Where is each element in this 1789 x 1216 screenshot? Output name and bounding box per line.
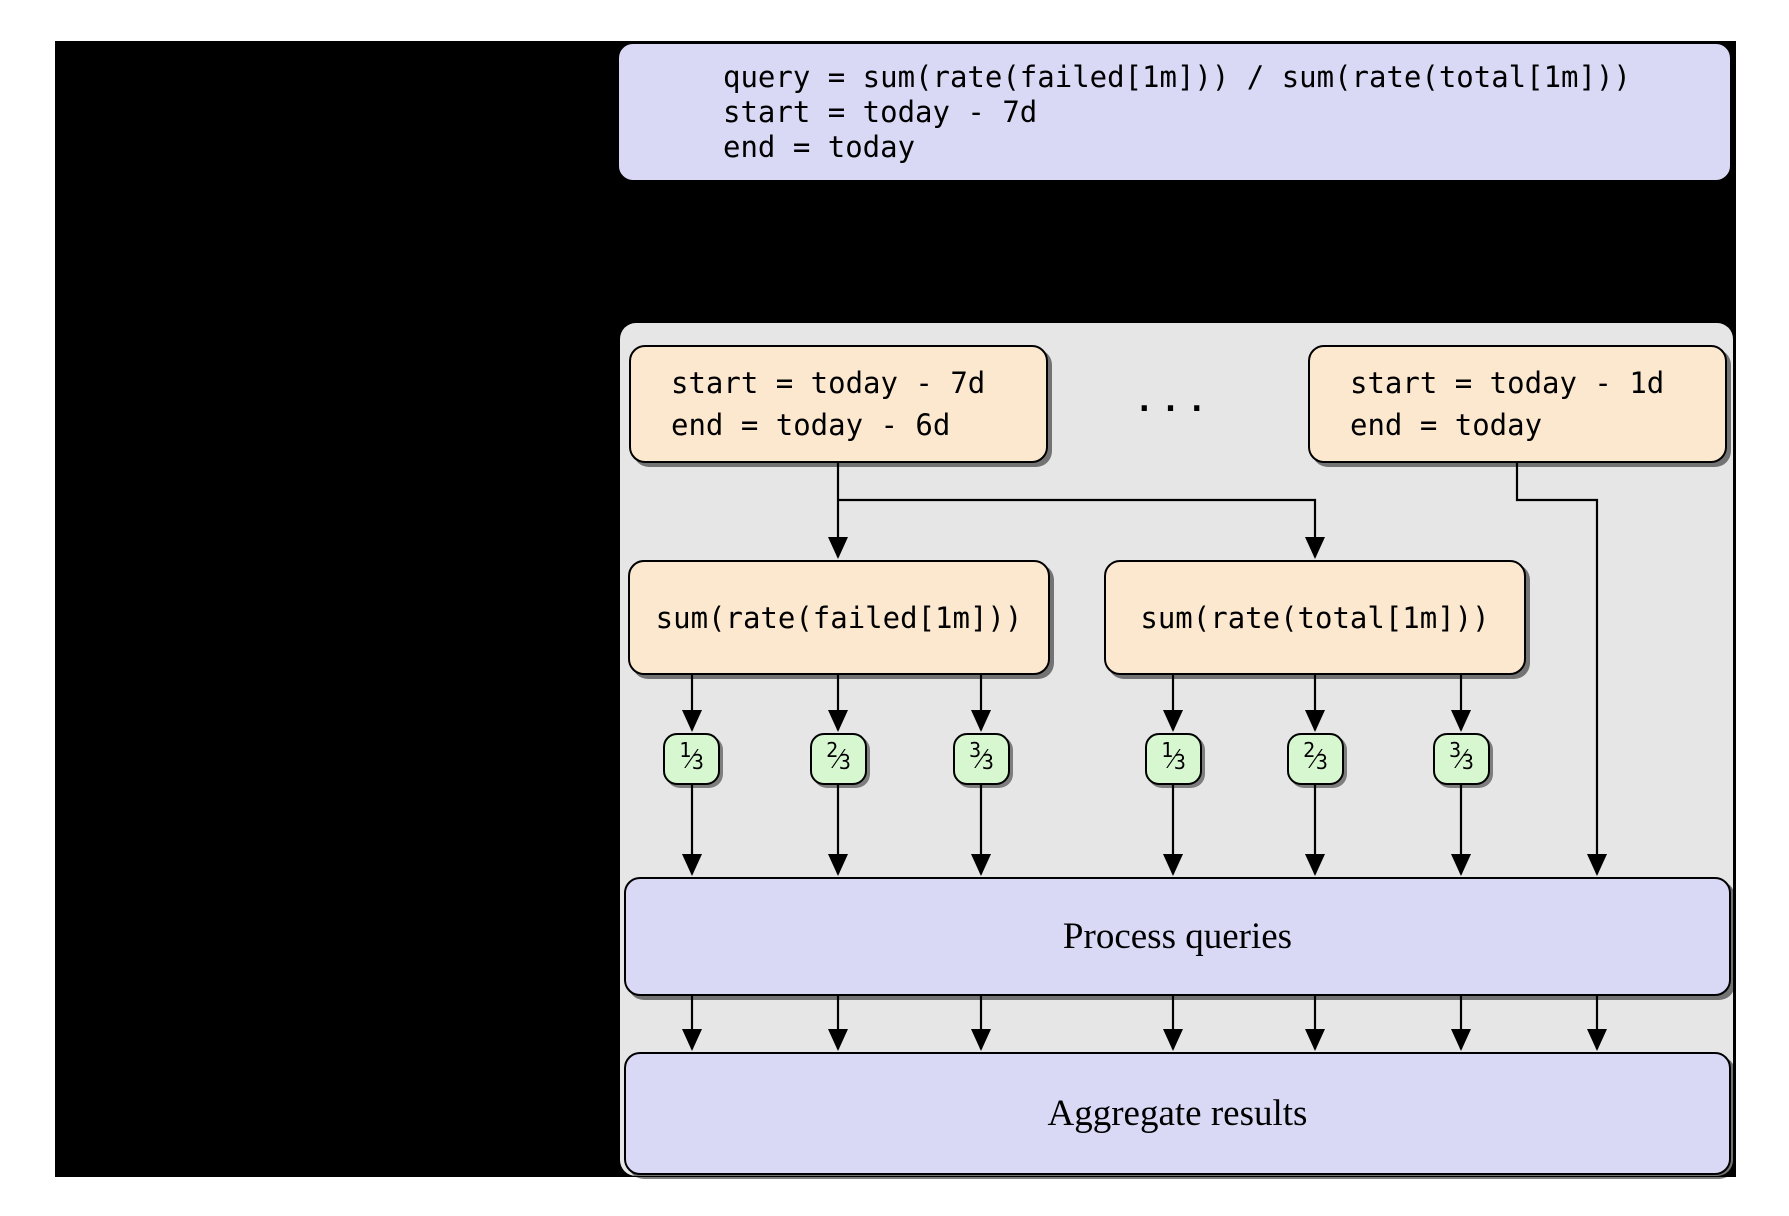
fraction-denominator: 3 — [1315, 750, 1328, 774]
fraction-numerator: 1 — [679, 738, 692, 762]
subquery-failed-box: sum(rate(failed[1m])) — [628, 560, 1050, 675]
fraction-slash: ⁄ — [836, 742, 841, 775]
fraction-slash: ⁄ — [1459, 742, 1464, 775]
fraction-slash: ⁄ — [689, 742, 694, 775]
fraction-denominator: 3 — [1461, 750, 1474, 774]
shard-fraction-box-5: 2⁄3 — [1287, 733, 1344, 785]
subquery-total-box: sum(rate(total[1m])) — [1104, 560, 1526, 675]
shard-fraction-box-6: 3⁄3 — [1433, 733, 1490, 785]
range-end-line: end = today - 6d — [671, 408, 951, 442]
fraction-numerator: 2 — [826, 738, 839, 762]
range-box-first-day: start = today - 7d end = today - 6d — [629, 345, 1048, 463]
code-line-end: end = today — [723, 129, 916, 164]
fraction-numerator: 1 — [1161, 738, 1174, 762]
range-end-line: end = today — [1350, 408, 1543, 442]
fraction-numerator: 3 — [969, 738, 982, 762]
range-start-line: start = today - 1d — [1350, 366, 1665, 400]
fraction-denominator: 3 — [691, 750, 704, 774]
shard-fraction-box-1: 1⁄3 — [663, 733, 720, 785]
range-start-line: start = today - 7d — [671, 366, 986, 400]
fraction-numerator: 2 — [1303, 738, 1316, 762]
code-line-start: start = today - 7d — [723, 94, 1038, 129]
process-queries-box: Process queries — [624, 877, 1731, 996]
shard-fraction-box-4: 1⁄3 — [1145, 733, 1202, 785]
fraction-denominator: 3 — [838, 750, 851, 774]
code-line-query: query = sum(rate(failed[1m])) / sum(rate… — [723, 59, 1631, 94]
aggregate-results-box: Aggregate results — [624, 1052, 1731, 1175]
ellipsis-label: ... — [1134, 381, 1214, 419]
range-box-last-day: start = today - 1d end = today — [1308, 345, 1727, 463]
query-code-box: query = sum(rate(failed[1m])) / sum(rate… — [617, 42, 1732, 182]
fraction-numerator: 3 — [1449, 738, 1462, 762]
fraction-denominator: 3 — [981, 750, 994, 774]
fraction-slash: ⁄ — [1313, 742, 1318, 775]
fraction-slash: ⁄ — [1171, 742, 1176, 775]
fraction-denominator: 3 — [1173, 750, 1186, 774]
fraction-slash: ⁄ — [979, 742, 984, 775]
shard-fraction-box-2: 2⁄3 — [810, 733, 867, 785]
shard-fraction-box-3: 3⁄3 — [953, 733, 1010, 785]
